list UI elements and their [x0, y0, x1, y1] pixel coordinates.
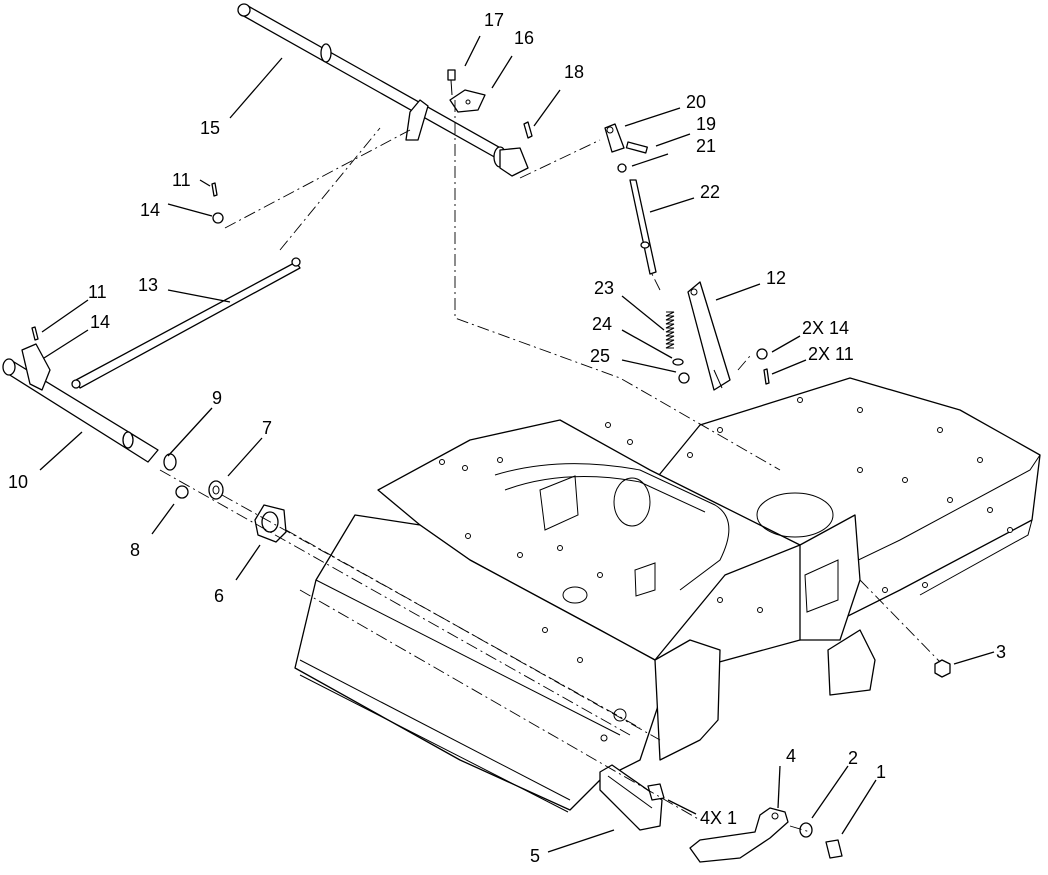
callout-5: 5	[530, 846, 540, 866]
part-24-washer	[672, 358, 684, 366]
part-6-flange-bearing	[254, 504, 287, 543]
part-3-nut	[934, 659, 951, 678]
part-17-bolt	[447, 69, 456, 96]
part-7-washer	[208, 480, 224, 500]
callout-7: 7	[262, 418, 272, 438]
callout-13: 13	[138, 275, 158, 295]
leader-lines	[39, 35, 995, 853]
callout-labels: 1 2 3 4 4X 1 5 6 7 8 9 10 11 11 12 13 14…	[8, 10, 1006, 866]
part-11-pin-upper	[211, 182, 218, 197]
callout-25: 25	[590, 346, 610, 366]
callout-18: 18	[564, 62, 584, 82]
callout-10: 10	[8, 472, 28, 492]
part-20-clevis	[604, 123, 625, 153]
part-18-cotter-pin	[523, 121, 533, 139]
part-1-bolt-small	[647, 783, 665, 801]
part-14-washer-pedal	[756, 348, 768, 360]
part-1-bolt	[825, 839, 843, 859]
callout-22: 22	[700, 182, 720, 202]
callout-4x1: 4X 1	[700, 808, 737, 828]
part-23-spring	[665, 311, 675, 349]
part-9-collar	[163, 453, 177, 471]
part-13-link-rod	[71, 257, 301, 389]
part-19-pin	[625, 141, 648, 154]
callout-15: 15	[200, 118, 220, 138]
callout-3: 3	[996, 642, 1006, 662]
part-11-pin-left	[31, 326, 39, 341]
part-12-pedal-arm	[687, 281, 731, 391]
callout-12: 12	[766, 268, 786, 288]
part-16-clamp	[449, 89, 486, 113]
callout-2: 2	[848, 748, 858, 768]
part-11-pin-pedal	[763, 368, 770, 385]
callout-14-left: 14	[90, 312, 110, 332]
callout-2x14: 2X 14	[802, 318, 849, 338]
callout-8: 8	[130, 540, 140, 560]
callout-16: 16	[514, 28, 534, 48]
callout-14-upper: 14	[140, 200, 160, 220]
part-5-pedal-pad	[599, 764, 663, 831]
callout-19: 19	[696, 114, 716, 134]
callout-4: 4	[786, 746, 796, 766]
part-14-washer-upper	[212, 212, 224, 224]
callout-20: 20	[686, 92, 706, 112]
callout-17: 17	[484, 10, 504, 30]
part-21-nut	[617, 163, 627, 173]
part-15-upper-shaft	[237, 3, 529, 177]
callout-23: 23	[594, 278, 614, 298]
callout-9: 9	[212, 388, 222, 408]
callout-24: 24	[592, 314, 612, 334]
part-4-bracket	[689, 807, 789, 863]
part-2-washer	[799, 822, 813, 838]
frame-assembly	[294, 377, 1041, 813]
callout-21: 21	[696, 136, 716, 156]
part-25-nut	[678, 372, 690, 384]
part-10-lower-shaft	[2, 343, 159, 463]
callout-11-upper: 11	[172, 170, 191, 190]
part-8-nut	[175, 485, 189, 499]
assembly-centerlines	[159, 100, 941, 833]
callout-2x11: 2X 11	[808, 344, 854, 364]
part-22-rod	[629, 179, 657, 275]
callout-11-left: 11	[88, 282, 107, 302]
callout-6: 6	[214, 586, 224, 606]
callout-1: 1	[876, 762, 886, 782]
